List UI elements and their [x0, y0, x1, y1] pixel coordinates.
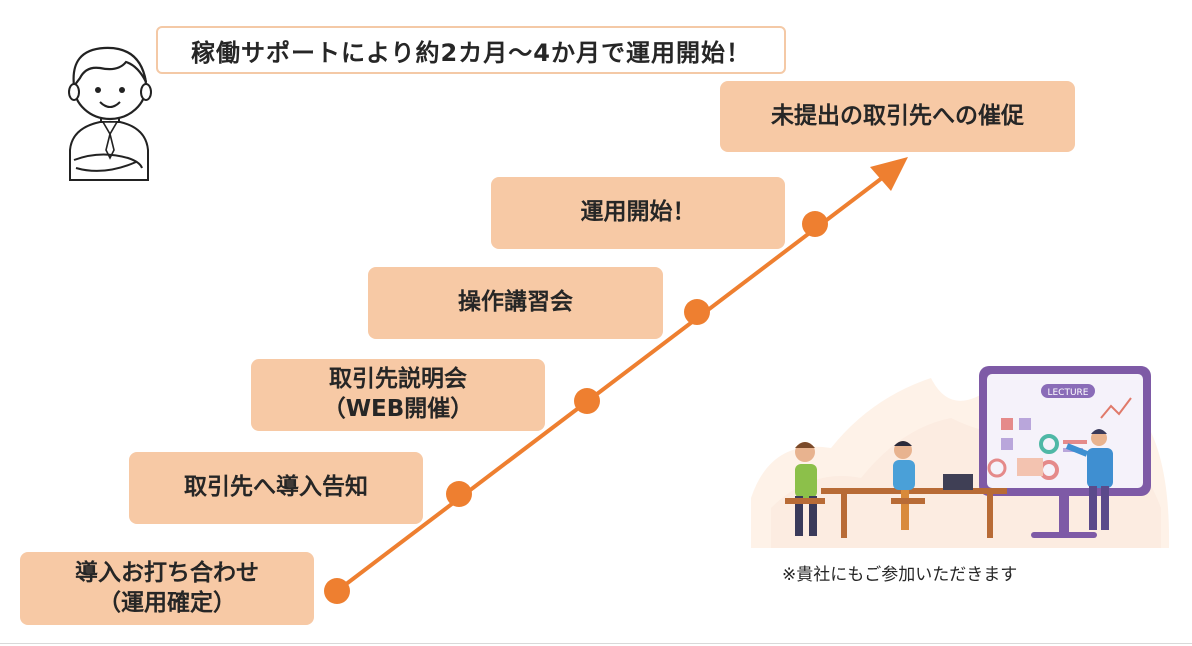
headline-banner: 稼働サポートにより約2カ月～4か月で運用開始！ [156, 26, 786, 74]
step-label: 運用開始！ [580, 199, 696, 226]
milestone-dot-3 [574, 388, 600, 414]
step-partner-announcement: 取引先へ導入告知 [129, 452, 423, 524]
headline-text: 稼働サポートにより約2カ月～4か月で運用開始！ [191, 38, 751, 67]
step-label: 導入お打ち合わせ [75, 559, 259, 586]
step-followup-reminder: 未提出の取引先への催促 [720, 81, 1075, 152]
participation-note: ※貴社にもご参加いただきます [782, 565, 1018, 585]
lecture-illustration: LECTURE [751, 366, 1170, 548]
step-sublabel: （運用確定） [98, 589, 236, 616]
screen-label: LECTURE [1047, 388, 1088, 398]
step-operation-training: 操作講習会 [368, 267, 663, 339]
step-label: 取引先へ導入告知 [184, 474, 368, 501]
milestone-dot-2 [446, 481, 472, 507]
milestone-dot-5 [802, 211, 828, 237]
step-label: 取引先説明会 [329, 366, 467, 393]
step-label: 未提出の取引先への催促 [771, 102, 1024, 129]
milestone-dot-1 [324, 578, 350, 604]
step-kickoff-meeting: 導入お打ち合わせ （運用確定） [20, 552, 314, 625]
milestone-dot-4 [684, 299, 710, 325]
step-label: 操作講習会 [458, 289, 573, 316]
arrow-head-icon [870, 157, 908, 191]
bottom-divider [0, 643, 1192, 644]
step-partner-briefing: 取引先説明会 （WEB開催） [251, 359, 545, 431]
step-sublabel: （WEB開催） [322, 396, 474, 422]
person-avatar-icon [68, 46, 152, 181]
step-operation-start: 運用開始！ [491, 177, 785, 249]
